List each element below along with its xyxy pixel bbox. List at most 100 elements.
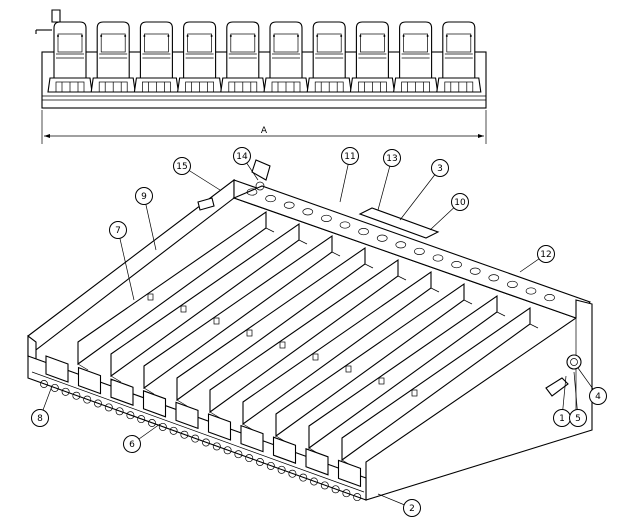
roller bbox=[256, 458, 264, 466]
dimension-label: A bbox=[261, 126, 268, 136]
lever bbox=[251, 159, 271, 181]
callout-9: 9 bbox=[135, 187, 157, 251]
callout-number: 14 bbox=[236, 152, 248, 162]
tray-divider bbox=[242, 270, 440, 431]
roller bbox=[331, 485, 340, 494]
callout-14: 14 bbox=[233, 147, 259, 181]
roller bbox=[245, 454, 254, 463]
callout-number: 11 bbox=[344, 152, 355, 162]
roller bbox=[212, 442, 221, 451]
callout-number: 7 bbox=[115, 226, 121, 236]
roller bbox=[72, 391, 81, 400]
roller bbox=[94, 399, 102, 408]
roller bbox=[104, 403, 113, 412]
stop-plate bbox=[337, 459, 362, 488]
stop-plate bbox=[45, 355, 69, 383]
callout-number: 1 bbox=[559, 414, 565, 424]
leader-line bbox=[117, 229, 135, 301]
roller bbox=[148, 419, 156, 427]
header-hole bbox=[321, 214, 332, 222]
stop-plate bbox=[110, 378, 134, 406]
leader-line bbox=[399, 167, 441, 221]
header-hole bbox=[469, 267, 481, 275]
product-pack bbox=[220, 21, 266, 93]
callout-12: 12 bbox=[519, 245, 555, 273]
stop-plate bbox=[77, 366, 102, 395]
header-hole bbox=[432, 254, 444, 262]
header-hole bbox=[395, 241, 407, 249]
tray-divider bbox=[77, 210, 275, 371]
product-pack bbox=[90, 21, 136, 93]
callout-number: 4 bbox=[595, 392, 601, 402]
callout-number: 5 bbox=[575, 414, 581, 424]
stop-plate bbox=[142, 390, 167, 418]
roller-track bbox=[40, 380, 362, 502]
roller bbox=[61, 387, 70, 396]
roller bbox=[288, 469, 297, 478]
product-pack bbox=[436, 21, 482, 93]
callout-circle bbox=[569, 409, 587, 427]
product-pack bbox=[392, 21, 439, 93]
callout-circle bbox=[173, 157, 191, 175]
callout-5: 5 bbox=[569, 371, 587, 427]
stop-plate bbox=[305, 448, 329, 476]
roller bbox=[277, 465, 286, 474]
callout-number: 2 bbox=[409, 504, 415, 514]
callout-circle bbox=[123, 435, 141, 453]
callout-number: 6 bbox=[129, 440, 135, 450]
product-pack bbox=[133, 21, 180, 93]
header-hole bbox=[246, 188, 258, 196]
callout-8: 8 bbox=[31, 385, 53, 427]
roller bbox=[202, 438, 210, 447]
callout-3: 3 bbox=[399, 159, 449, 221]
header-hole bbox=[302, 208, 314, 216]
product-pack bbox=[306, 21, 352, 93]
roller bbox=[126, 411, 135, 420]
roller bbox=[266, 461, 275, 470]
roller bbox=[191, 434, 200, 443]
callout-11: 11 bbox=[339, 147, 359, 203]
isometric-view bbox=[27, 159, 593, 502]
callout-1: 1 bbox=[553, 375, 571, 427]
callout-13: 13 bbox=[377, 149, 401, 211]
callout-circle bbox=[403, 499, 421, 517]
roller bbox=[180, 430, 189, 439]
header-hole bbox=[414, 247, 425, 255]
roller bbox=[169, 426, 178, 435]
roller bbox=[310, 477, 318, 486]
callout-2: 2 bbox=[377, 493, 421, 517]
roller bbox=[320, 481, 329, 490]
leader-line bbox=[143, 195, 157, 251]
header-hole bbox=[507, 280, 518, 288]
roller bbox=[299, 473, 308, 482]
tray-divider bbox=[143, 234, 341, 395]
product-pack bbox=[176, 21, 223, 93]
callout-circle bbox=[451, 193, 469, 211]
bracket bbox=[545, 377, 569, 397]
roller bbox=[40, 380, 48, 388]
header-hole bbox=[544, 294, 555, 302]
header-hole bbox=[525, 287, 537, 295]
callout-number: 15 bbox=[176, 162, 187, 172]
callout-circle bbox=[537, 245, 555, 263]
callout-circle bbox=[233, 147, 251, 165]
tray-divider bbox=[176, 246, 374, 407]
rear-extension bbox=[358, 207, 440, 239]
callout-circle bbox=[383, 149, 401, 167]
product-pack bbox=[263, 21, 309, 93]
callout-circle bbox=[109, 221, 127, 239]
pin-15 bbox=[197, 197, 215, 211]
roller bbox=[137, 415, 146, 424]
stop-plate bbox=[207, 413, 232, 441]
header-hole bbox=[358, 228, 369, 236]
stop-plate bbox=[240, 424, 264, 453]
handle-top bbox=[51, 9, 61, 23]
roller bbox=[342, 489, 351, 498]
callout-circle bbox=[341, 147, 359, 165]
tray-divider bbox=[110, 222, 308, 383]
callout-number: 3 bbox=[437, 164, 443, 174]
header-hole bbox=[488, 274, 500, 282]
header-hole bbox=[339, 221, 351, 229]
